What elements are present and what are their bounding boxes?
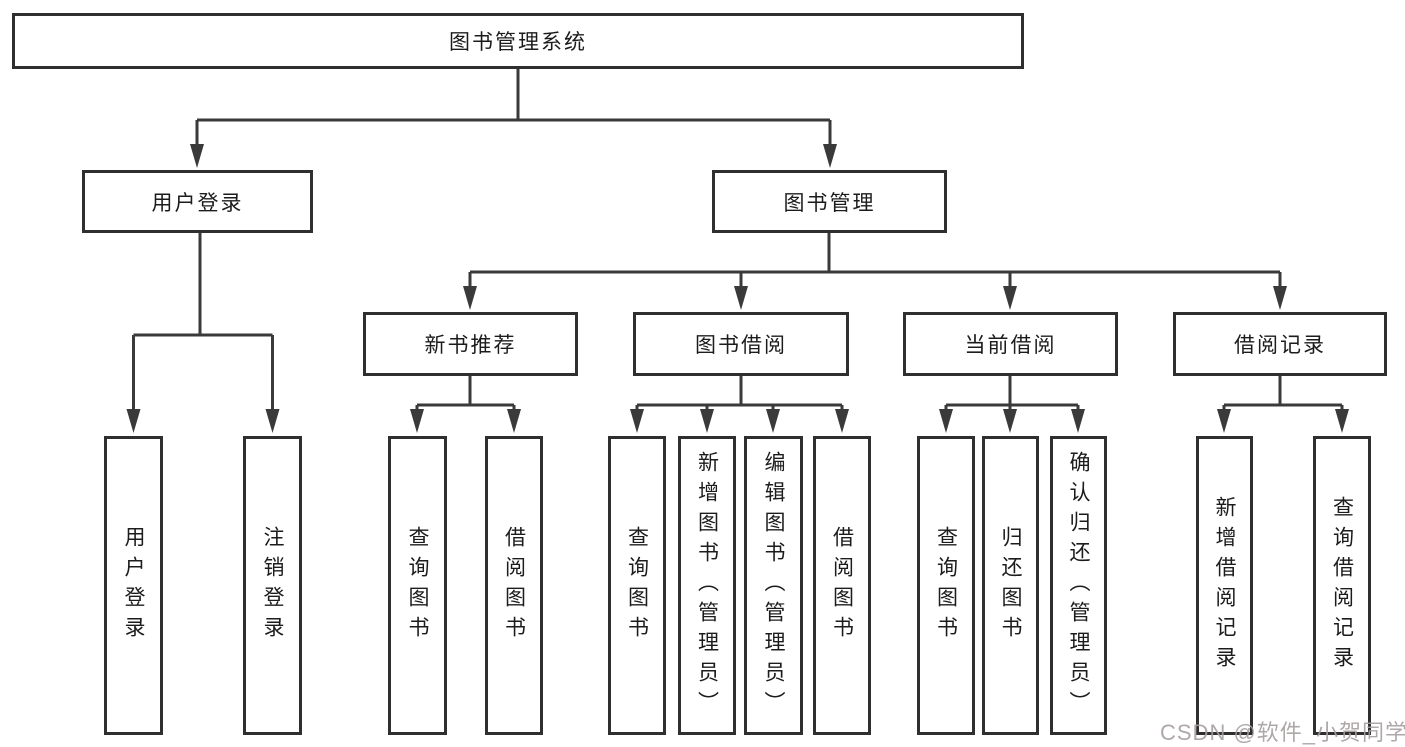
- connector-root-to-level2: [190, 69, 837, 168]
- node-borrowing: 图书借阅: [633, 312, 849, 376]
- leaf-borrowing-add-admin: 新增图书（管理员）: [678, 436, 736, 735]
- connector-user-login-branch: [126, 233, 280, 433]
- leaf-borrowing-borrow: 借阅图书: [813, 436, 871, 735]
- node-loan-records: 借阅记录: [1173, 312, 1387, 376]
- leaf-current-query: 查询图书: [917, 436, 975, 735]
- node-user-login: 用户登录: [82, 170, 313, 233]
- arrowhead: [1071, 409, 1085, 433]
- arrowhead: [630, 409, 644, 433]
- leaf-borrowing-query: 查询图书: [608, 436, 666, 735]
- arrowhead: [1273, 286, 1287, 310]
- arrowhead: [1335, 409, 1349, 433]
- arrowhead: [463, 286, 477, 310]
- arrowhead: [507, 409, 521, 433]
- arrowhead: [734, 286, 748, 310]
- leaf-borrowing-edit-admin: 编辑图书（管理员）: [744, 436, 803, 735]
- leaf-user-login: 用户登录: [104, 436, 163, 735]
- leaf-records-add: 新增借阅记录: [1196, 436, 1253, 735]
- arrowhead: [835, 409, 849, 433]
- connector-new-books-branch: [410, 376, 521, 433]
- node-book-mgmt: 图书管理: [712, 170, 947, 233]
- arrowhead: [265, 409, 280, 433]
- arrowhead: [126, 409, 141, 433]
- leaf-newbooks-query: 查询图书: [388, 436, 447, 735]
- csdn-watermark: CSDN @软件_小贺同学: [1160, 720, 1405, 745]
- arrowhead: [823, 144, 837, 168]
- connector-current-loans-branch: [939, 376, 1085, 433]
- arrowhead: [700, 409, 714, 433]
- leaf-newbooks-borrow: 借阅图书: [485, 436, 543, 735]
- leaf-current-confirm-admin: 确认归还（管理员）: [1050, 436, 1107, 735]
- leaf-records-query: 查询借阅记录: [1313, 436, 1371, 735]
- connector-book-mgmt-to-level3: [463, 233, 1287, 310]
- arrowhead: [190, 144, 204, 168]
- leaf-logout: 注销登录: [243, 436, 302, 735]
- arrowhead: [1217, 409, 1231, 433]
- leaf-current-return: 归还图书: [982, 436, 1039, 735]
- connector-loan-records-branch: [1217, 376, 1349, 433]
- arrowhead: [410, 409, 424, 433]
- connector-borrowing-branch: [630, 376, 849, 433]
- arrowhead: [939, 409, 953, 433]
- node-current-loans: 当前借阅: [903, 312, 1118, 376]
- arrowhead: [766, 409, 780, 433]
- node-new-books: 新书推荐: [363, 312, 578, 376]
- arrowhead: [1003, 286, 1017, 310]
- node-root: 图书管理系统: [12, 13, 1024, 69]
- arrowhead: [1003, 409, 1017, 433]
